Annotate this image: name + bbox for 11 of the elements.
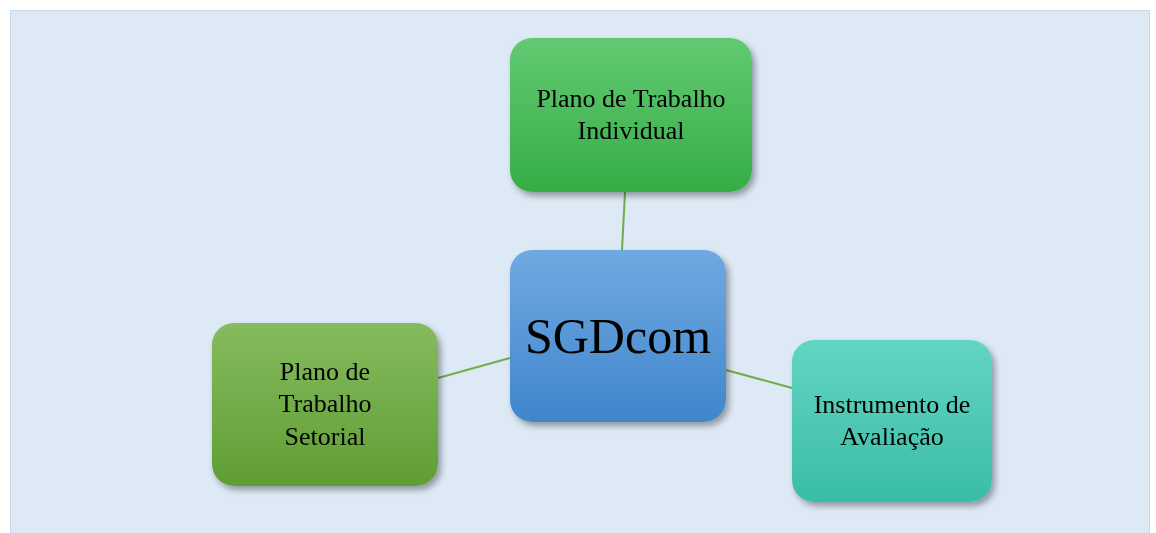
rounded-box [510, 38, 752, 192]
rounded-box [510, 250, 726, 422]
connector-line [725, 369, 793, 389]
rounded-box [792, 340, 992, 502]
node-label: Plano de Trabalho Setorial [277, 355, 373, 453]
node-label: SGDcom [523, 306, 713, 366]
node-label: Plano de Trabalho Individual [535, 82, 727, 147]
connector-line [621, 191, 626, 251]
connector-line [437, 357, 511, 379]
node-label: Instrumento de Avaliação [812, 388, 972, 453]
rounded-box [212, 323, 438, 486]
